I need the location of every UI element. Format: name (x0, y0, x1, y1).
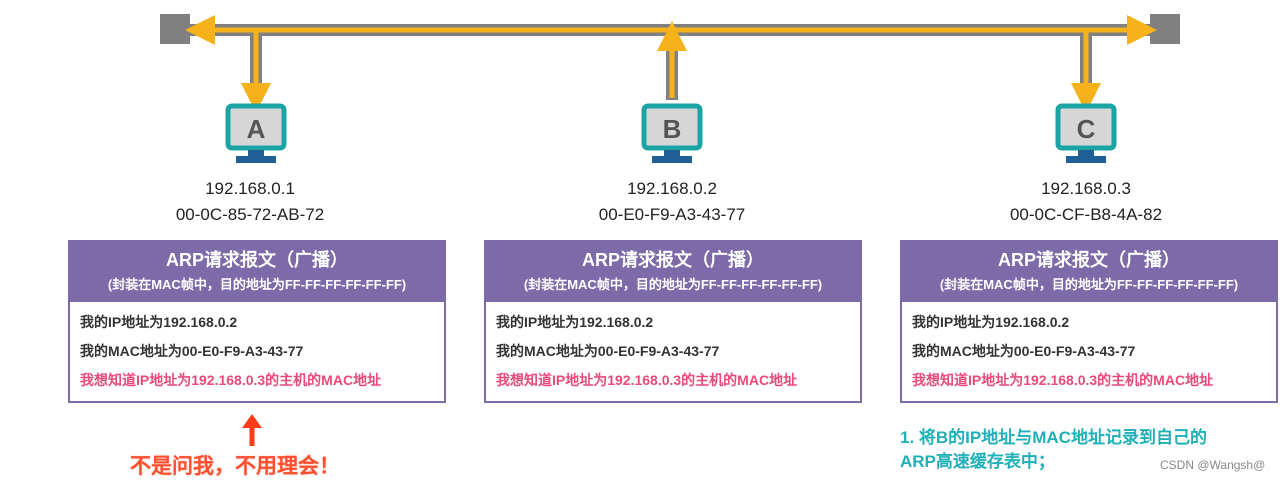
host-a-info: 192.168.0.1 00-0C-85-72-AB-72 (100, 176, 400, 228)
arp-packet-a: ARP请求报文（广播） (封装在MAC帧中，目的地址为FF-FF-FF-FF-FF… (68, 240, 446, 403)
arp-packet-c: ARP请求报文（广播） (封装在MAC帧中，目的地址为FF-FF-FF-FF-FF… (900, 240, 1278, 403)
bus-terminator-left (160, 14, 190, 44)
host-label-b: B (663, 114, 682, 144)
note-c-line1: 1. 将B的IP地址与MAC地址记录到自己的 (900, 428, 1207, 447)
packet-subtitle: (封装在MAC帧中，目的地址为FF-FF-FF-FF-FF-FF) (939, 277, 1239, 292)
arp-packet-b: ARP请求报文（广播） (封装在MAC帧中，目的地址为FF-FF-FF-FF-FF… (484, 240, 862, 403)
host-b-info: 192.168.0.2 00-E0-F9-A3-43-77 (522, 176, 822, 228)
host-ip: 192.168.0.2 (627, 179, 717, 198)
computer-icon-c: C (1055, 103, 1117, 163)
packet-subtitle: (封装在MAC帧中，目的地址为FF-FF-FF-FF-FF-FF) (107, 277, 407, 292)
packet-title: ARP请求报文（广播） (165, 250, 348, 270)
watermark: CSDN @Wangsh@ (1160, 458, 1266, 472)
packet-query: 我想知道IP地址为192.168.0.3的主机的MAC地址 (496, 372, 798, 388)
packet-query: 我想知道IP地址为192.168.0.3的主机的MAC地址 (912, 372, 1214, 388)
packet-query: 我想知道IP地址为192.168.0.3的主机的MAC地址 (80, 372, 382, 388)
note-a-ignore: 不是问我，不用理会！ (130, 455, 340, 478)
packet-title: ARP请求报文（广播） (997, 250, 1180, 270)
red-arrow-icon (242, 414, 262, 446)
host-mac: 00-0C-85-72-AB-72 (175, 205, 325, 224)
host-ip: 192.168.0.3 (1041, 179, 1131, 198)
computer-icon-b: B (641, 103, 703, 163)
host-ip: 192.168.0.1 (205, 179, 295, 198)
host-mac: 00-E0-F9-A3-43-77 (598, 205, 746, 224)
note-c-record: 1. 将B的IP地址与MAC地址记录到自己的 ARP高速缓存表中； (900, 426, 1207, 474)
host-label-c: C (1077, 114, 1096, 144)
host-c-info: 192.168.0.3 00-0C-CF-B8-4A-82 (936, 176, 1236, 228)
packet-subtitle: (封装在MAC帧中，目的地址为FF-FF-FF-FF-FF-FF) (523, 277, 823, 292)
packet-ip: 我的IP地址为192.168.0.2 (496, 314, 654, 330)
host-label-a: A (247, 114, 266, 144)
host-mac: 00-0C-CF-B8-4A-82 (1009, 205, 1163, 224)
note-c-line2: ARP高速缓存表中； (900, 452, 1055, 471)
packet-mac: 我的MAC地址为00-E0-F9-A3-43-77 (80, 343, 304, 359)
bus-terminator-right (1150, 14, 1180, 44)
packet-ip: 我的IP地址为192.168.0.2 (80, 314, 238, 330)
packet-ip: 我的IP地址为192.168.0.2 (912, 314, 1070, 330)
packet-mac: 我的MAC地址为00-E0-F9-A3-43-77 (496, 343, 720, 359)
packet-title: ARP请求报文（广播） (581, 250, 764, 270)
packet-mac: 我的MAC地址为00-E0-F9-A3-43-77 (912, 343, 1136, 359)
computer-icon-a: A (225, 103, 287, 163)
